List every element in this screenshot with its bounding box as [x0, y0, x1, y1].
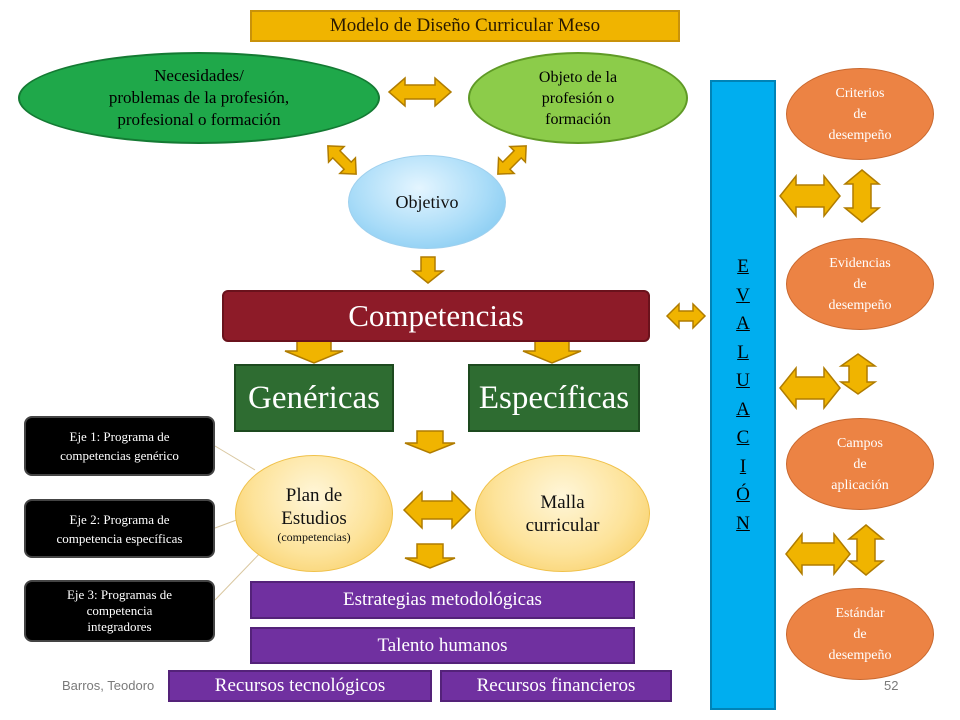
double-arrow-eval-1 [779, 173, 841, 219]
evaluacion-letter-6: A [736, 398, 750, 420]
down-arrow-objetivo [410, 256, 446, 284]
evaluacion-letter-5: U [736, 370, 750, 391]
footer-author: Barros, Teodoro [62, 678, 155, 693]
diag-arrow-left [327, 145, 357, 175]
down-arrow-especificas [522, 340, 582, 364]
down-arrow-plan [404, 430, 456, 454]
evaluacion-letter-10: N [736, 512, 750, 534]
eje-3-box: Eje 3: Programas de competencia integrad… [24, 580, 215, 642]
objeto-line-3: formación [545, 110, 611, 128]
footer-page-number: 52 [884, 678, 899, 693]
estandar-ellipse: Estándar de desempeño [786, 588, 934, 680]
campos-line-2: de [853, 456, 867, 472]
recursos-tecnologicos-box: Recursos tecnológicos [168, 670, 432, 702]
eje-1-line-2: competencias genérico [60, 448, 179, 463]
criterios-ellipse: Criterios de desempeño [786, 68, 934, 160]
estandar-line-1: Estándar [835, 605, 885, 621]
objeto-line-2: profesión o [541, 89, 615, 107]
plan-line-1: Plan de [285, 484, 343, 506]
talento-box: Talento humanos [250, 627, 635, 664]
recursos-financieros-box: Recursos financieros [440, 670, 672, 702]
plan-sub: (competencias) [277, 529, 351, 544]
evidencias-ellipse: Evidencias de desempeño [786, 238, 934, 330]
double-arrow-plan-malla [402, 490, 472, 530]
objetivo-bubble: Objetivo [348, 155, 506, 249]
necesidades-line-3: profesional o formación [117, 110, 281, 129]
eje-2-line-2: competencia específicas [56, 530, 183, 546]
evaluacion-bar: E V A L U A C I Ó N [710, 80, 776, 710]
plan-de-estudios-bubble: Plan de Estudios (competencias) [235, 455, 393, 572]
vertical-arrow-1 [842, 169, 882, 223]
evidencias-line-1: Evidencias [829, 255, 891, 271]
evidencias-line-3: desempeño [828, 297, 892, 313]
malla-line-2: curricular [525, 514, 600, 536]
vertical-arrow-3 [846, 524, 886, 576]
evaluacion-letter-4: L [737, 341, 749, 363]
vertical-arrow-2 [838, 353, 878, 395]
evaluacion-letter-2: V [736, 284, 750, 306]
eje-3-line-1: Eje 3: Programas de [66, 587, 173, 602]
eje-1-line-1: Eje 1: Programa de [69, 429, 170, 444]
competencias-box: Competencias [222, 290, 650, 342]
double-arrow-eval-2 [779, 365, 841, 411]
double-arrow-eval-3 [785, 531, 851, 577]
estrategias-box: Estrategias metodológicas [250, 581, 635, 619]
eje-3-line-2: competencia [86, 603, 153, 618]
malla-curricular-bubble: Malla curricular [475, 455, 650, 572]
double-arrow-top [387, 76, 453, 108]
necesidades-line-2: problemas de la profesión, [108, 88, 290, 107]
genericas-box: Genéricas [234, 364, 394, 432]
down-arrow-estrategias [404, 543, 456, 569]
evaluacion-letter-9: Ó [736, 484, 750, 505]
evaluacion-letter-7: C [736, 427, 750, 448]
necesidades-ellipse: Necesidades/ problemas de la profesión, … [18, 52, 380, 144]
especificas-box: Específicas [468, 364, 640, 432]
campos-line-1: Campos [837, 435, 883, 451]
evidencias-line-2: de [853, 276, 867, 292]
estandar-line-3: desempeño [828, 647, 892, 663]
eje-2-line-1: Eje 2: Programa de [69, 511, 170, 527]
eje-1-box: Eje 1: Programa de competencias genérico [24, 416, 215, 476]
necesidades-line-1: Necesidades/ [154, 66, 244, 85]
evaluacion-letter-3: A [736, 313, 750, 334]
objeto-ellipse: Objeto de la profesión o formación [468, 52, 688, 144]
plan-line-2: Estudios [281, 507, 347, 529]
campos-ellipse: Campos de aplicación [786, 418, 934, 510]
campos-line-3: aplicación [831, 477, 889, 493]
criterios-line-2: de [853, 106, 867, 122]
estandar-line-2: de [853, 626, 867, 642]
malla-line-1: Malla [540, 491, 585, 513]
criterios-line-3: desempeño [828, 127, 892, 143]
diag-arrow-right [497, 145, 527, 175]
eje-3-line-3: integradores [87, 619, 152, 634]
evaluacion-letter-1: E [737, 256, 749, 277]
eje-2-box: Eje 2: Programa de competencia específic… [24, 499, 215, 558]
down-arrow-genericas [284, 340, 344, 364]
criterios-line-1: Criterios [835, 85, 885, 101]
evaluacion-letter-8: I [739, 455, 747, 477]
double-arrow-competencias-eval [665, 302, 707, 330]
objeto-line-1: Objeto de la [538, 68, 618, 86]
page-title: Modelo de Diseño Curricular Meso [250, 10, 680, 42]
